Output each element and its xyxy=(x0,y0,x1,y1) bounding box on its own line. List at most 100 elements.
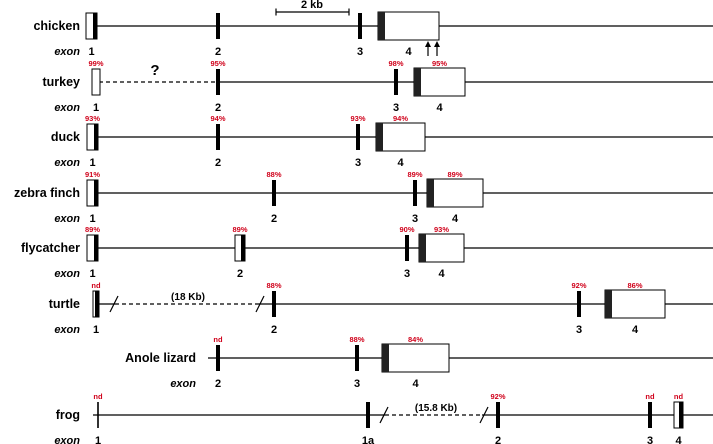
exon-coding-mark xyxy=(382,344,389,372)
exon-number: 2 xyxy=(237,268,243,280)
up-arrow-icon xyxy=(434,41,440,56)
identity-percent: 98% xyxy=(388,59,403,68)
exon-2: 2 88% xyxy=(266,281,281,336)
exon-bar xyxy=(272,291,276,317)
exon-number: 2 xyxy=(215,102,221,114)
exon-number: 3 xyxy=(393,102,399,114)
exon-box-utr xyxy=(413,67,466,97)
identity-percent: 92% xyxy=(571,281,586,290)
exon-1: 1nd xyxy=(93,392,103,444)
exon-bar xyxy=(358,13,362,39)
break-slash xyxy=(479,406,489,424)
exon-coding-mark xyxy=(605,290,612,318)
break-slash xyxy=(109,295,119,313)
exon-4: 494% xyxy=(375,114,426,169)
exon-box-utr xyxy=(377,11,440,41)
exon-coding-mark xyxy=(679,402,683,428)
exon-number: 3 xyxy=(412,213,418,225)
gap-length-label: (18 Kb) xyxy=(171,292,205,303)
exon-number: 4 xyxy=(675,435,682,444)
exon-bar xyxy=(394,69,398,95)
exon-2: 2nd xyxy=(213,335,223,390)
exon-number: 1 xyxy=(89,157,95,169)
exon-bar xyxy=(366,402,370,428)
exon-bar xyxy=(356,124,360,150)
species-label: chicken xyxy=(33,19,80,33)
exon-3: 3nd xyxy=(645,392,655,444)
exon-number: 1 xyxy=(93,102,99,114)
exon-bar xyxy=(355,345,359,371)
exon-1: 191% xyxy=(85,170,100,225)
exon-bar xyxy=(216,13,220,39)
exon-coding-mark xyxy=(378,12,385,40)
exon-box-utr xyxy=(604,289,666,319)
exon-bar xyxy=(648,402,652,428)
identity-percent: 93% xyxy=(350,114,365,123)
exon-number: 3 xyxy=(354,378,360,390)
exon-4: 493% xyxy=(418,225,465,280)
identity-percent: 88% xyxy=(349,335,364,344)
exon-box-utr xyxy=(426,178,484,208)
species-label: Anole lizard xyxy=(125,351,196,365)
exon-4: 486% xyxy=(604,281,666,336)
arrow-head xyxy=(425,41,431,47)
exon-number: 1 xyxy=(88,46,94,58)
exon-coding-mark xyxy=(94,124,98,150)
exon-2: 288% xyxy=(266,170,281,225)
exon-coding-mark xyxy=(94,180,98,206)
exon-1: 1 99% xyxy=(88,59,103,114)
exon-number: 2 xyxy=(215,157,221,169)
exon-box-utr xyxy=(375,122,426,152)
exon-4: 484% xyxy=(381,335,450,390)
species-label: zebra finch xyxy=(14,186,80,200)
exon-word-label: exon xyxy=(170,378,196,390)
exon-4: 489% xyxy=(426,170,484,225)
species-label: frog xyxy=(56,408,80,422)
exon-number: 1 xyxy=(93,324,99,336)
exon-4: 4 95% xyxy=(413,59,466,114)
exon-coding-mark xyxy=(94,235,98,261)
exon-number: 2 xyxy=(215,378,221,390)
exon-number: 3 xyxy=(404,268,410,280)
exon-2: 292% xyxy=(490,392,505,444)
identity-percent: 88% xyxy=(266,281,281,290)
identity-percent: 89% xyxy=(447,170,462,179)
exon-box-utr xyxy=(381,343,450,373)
identity-percent: 92% xyxy=(490,392,505,401)
exon-coding-mark xyxy=(95,291,99,317)
exon-coding-mark xyxy=(376,123,383,151)
exon-number: 1 xyxy=(89,268,95,280)
exon-1a: 1a xyxy=(362,402,375,444)
exon-bar xyxy=(496,402,500,428)
species-label: duck xyxy=(51,130,80,144)
exon-word-label: exon xyxy=(54,268,80,280)
identity-percent: 90% xyxy=(399,225,414,234)
exon-1: 189% xyxy=(85,225,100,280)
identity-percent: 95% xyxy=(432,59,447,68)
identity-percent: 94% xyxy=(393,114,408,123)
identity-percent: 99% xyxy=(88,59,103,68)
exon-number: 2 xyxy=(271,324,277,336)
arrow-head xyxy=(434,41,440,47)
exon-word-label: exon xyxy=(54,324,80,336)
exon-3: 3 93% xyxy=(350,114,365,169)
identity-percent: 86% xyxy=(627,281,642,290)
species-label: turkey xyxy=(42,75,80,89)
track-anole-lizard: Anole lizard exon 2nd 3 88% 484% xyxy=(125,335,713,390)
exon-number: 3 xyxy=(647,435,653,444)
exon-3: 389% xyxy=(407,170,422,225)
identity-percent: 93% xyxy=(434,225,449,234)
identity-percent: 93% xyxy=(85,114,100,123)
break-slash xyxy=(255,295,265,313)
exon-number: 1 xyxy=(95,435,101,444)
exon-number: 1a xyxy=(362,435,375,444)
exon-3: 3 98% xyxy=(388,59,403,114)
exon-number: 3 xyxy=(355,157,361,169)
exon-number: 4 xyxy=(436,102,443,114)
exon-2: 294% xyxy=(210,114,225,169)
exon-bar xyxy=(216,69,220,95)
